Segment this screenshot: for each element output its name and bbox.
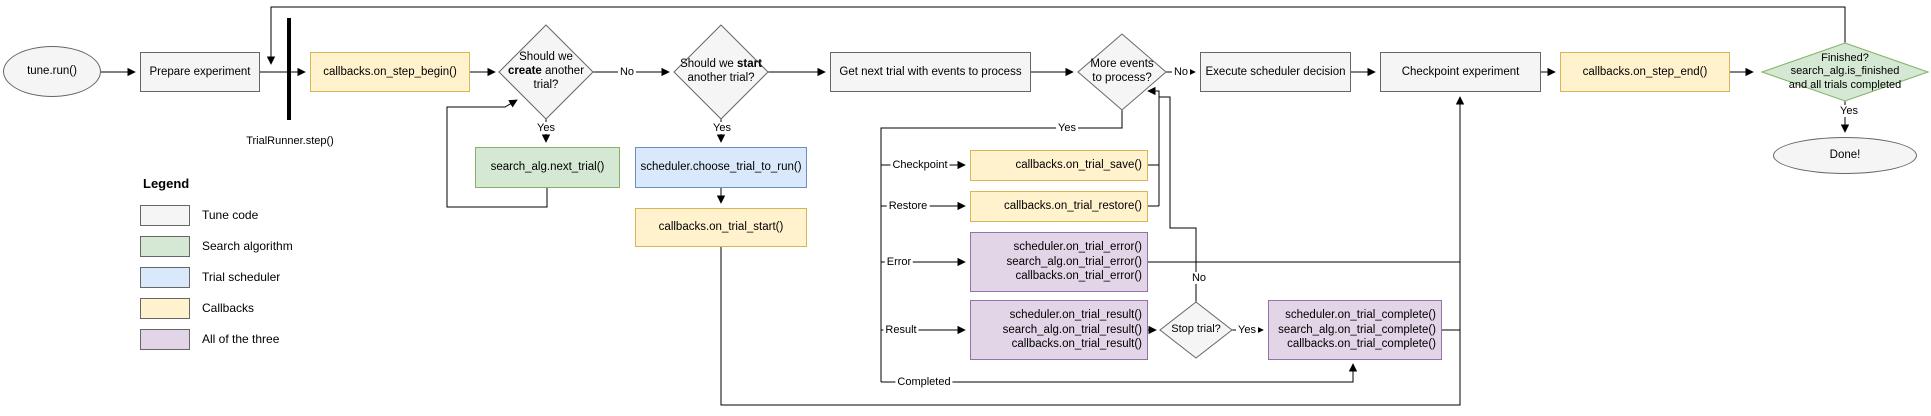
label-restore: Restore [886, 200, 930, 212]
label-yes-stop: Yes [1236, 324, 1258, 336]
node-search-alg-next-trial: search_alg.next_trial() [475, 147, 620, 188]
label-checkpoint: Checkpoint [890, 159, 950, 171]
node-label: scheduler.on_trial_complete() search_alg… [1278, 309, 1436, 351]
edge-branch-completed [881, 363, 1358, 383]
start-node-tune-run: tune.run() [3, 46, 101, 97]
node-label: callbacks.on_trial_restore() [1003, 200, 1142, 213]
node-get-next-trial: Get next trial with events to process [830, 52, 1031, 92]
edge-finished-loop-top [266, 6, 1846, 65]
node-label: callbacks.on_trial_start() [658, 221, 784, 234]
diamond-create-another-trial [498, 24, 594, 120]
label-no-more-events: No [1171, 66, 1191, 78]
legend-label-tune-code: Tune code [202, 208, 259, 222]
node-on-trial-complete: scheduler.on_trial_complete() search_alg… [1268, 300, 1442, 360]
edge-events-trunk [880, 110, 1123, 382]
legend-swatch-callbacks [140, 298, 190, 319]
legend-title: Legend [143, 176, 190, 191]
label-yes-more-events: Yes [1056, 122, 1078, 134]
end-node-done: Done! [1773, 137, 1917, 174]
end-node-label: Done! [1829, 149, 1861, 162]
node-on-trial-save: callbacks.on_trial_save() [970, 150, 1148, 181]
node-label: Get next trial with events to process [839, 65, 1022, 78]
node-label: Prepare experiment [149, 65, 251, 78]
label-no-stop: No [1189, 272, 1209, 284]
legend-label-trial-scheduler: Trial scheduler [202, 270, 281, 284]
legend-label-callbacks: Callbacks [202, 301, 255, 315]
node-label: Execute scheduler decision [1205, 65, 1346, 78]
legend-swatch-tune-code [140, 205, 190, 226]
edge-saverestore-return [1147, 86, 1160, 206]
legend-swatch-search-algorithm [140, 236, 190, 257]
diamond-stop-trial-label: Stop trial? [1171, 323, 1221, 336]
edge-collector-checkpointexp [720, 96, 1465, 406]
node-label: callbacks.on_step_end() [1582, 65, 1708, 78]
edge-nexttrial-loop [446, 99, 548, 208]
node-on-step-end: callbacks.on_step_end() [1560, 52, 1730, 92]
label-yes-create: Yes [535, 122, 557, 134]
diamond-more-events-label: More events to process? [1090, 58, 1154, 84]
legend-label-search-algorithm: Search algorithm [202, 239, 293, 253]
node-on-trial-restore: callbacks.on_trial_restore() [970, 191, 1148, 222]
edge-stop-no-return [1159, 96, 1197, 302]
start-node-label: tune.run() [27, 65, 77, 78]
diamond-finished [1760, 42, 1930, 102]
node-scheduler-choose-trial: scheduler.choose_trial_to_run() [635, 147, 807, 188]
node-label: scheduler.on_trial_error() search_alg.on… [1006, 241, 1142, 283]
legend-swatch-all-of-the-three [140, 329, 190, 350]
node-on-trial-result: scheduler.on_trial_result() search_alg.o… [970, 300, 1148, 360]
node-label: Checkpoint experiment [1401, 65, 1520, 78]
diamond-create-label: Should we create another trial? [507, 51, 585, 91]
diamond-start-label: Should we start another trial? [680, 58, 762, 84]
trialrunner-step-label: TrialRunner.step() [246, 135, 334, 147]
node-execute-scheduler-decision: Execute scheduler decision [1200, 52, 1351, 92]
label-error: Error [884, 256, 914, 268]
node-label: scheduler.on_trial_result() search_alg.o… [1002, 309, 1142, 351]
node-label: search_alg.next_trial() [490, 161, 605, 174]
node-on-step-begin: callbacks.on_step_begin() [310, 52, 470, 92]
node-on-trial-error: scheduler.on_trial_error() search_alg.on… [970, 232, 1148, 292]
diamond-more-events [1077, 33, 1167, 111]
node-on-trial-start: callbacks.on_trial_start() [635, 208, 807, 247]
label-yes-start: Yes [711, 122, 733, 134]
node-label: scheduler.choose_trial_to_run() [640, 161, 802, 174]
legend-label-all-of-the-three: All of the three [202, 332, 280, 346]
node-label: callbacks.on_trial_save() [1015, 159, 1142, 172]
node-prepare-experiment: Prepare experiment [140, 52, 260, 92]
label-no-create: No [617, 66, 637, 78]
label-completed: Completed [895, 376, 953, 388]
diamond-start-another-trial [673, 24, 769, 120]
diamond-stop-trial [1159, 301, 1233, 359]
node-checkpoint-experiment: Checkpoint experiment [1380, 52, 1541, 92]
legend-swatch-trial-scheduler [140, 267, 190, 288]
label-yes-finished: Yes [1838, 105, 1860, 117]
diamond-finished-label: Finished? search_alg.is_finished and all… [1788, 52, 1902, 91]
node-label: callbacks.on_step_begin() [323, 65, 457, 78]
label-result: Result [883, 324, 919, 336]
